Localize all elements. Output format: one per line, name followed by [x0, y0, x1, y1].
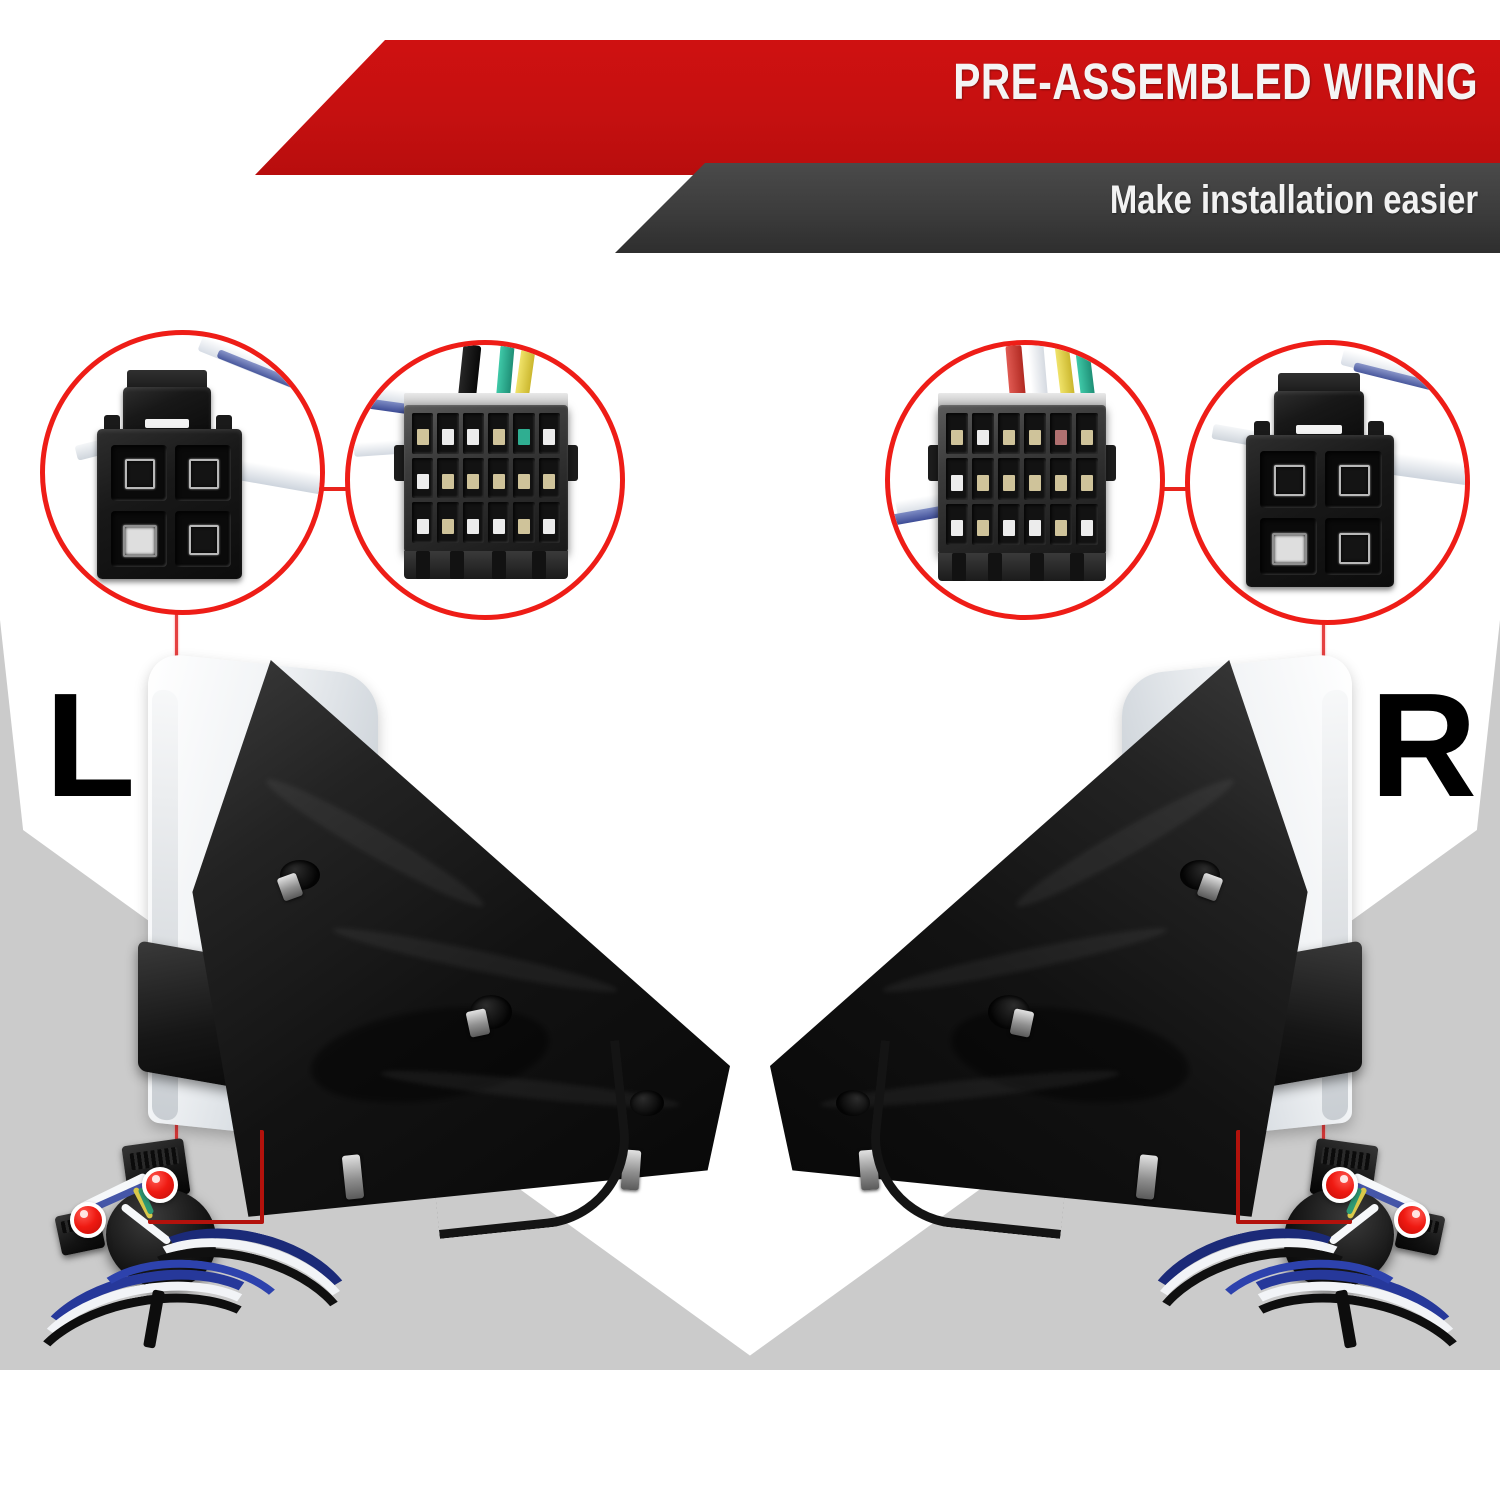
- callout-left-18pin[interactable]: [345, 340, 625, 620]
- connector-foot: [404, 551, 568, 579]
- right-wire-harness[interactable]: [1126, 1130, 1489, 1460]
- connector-latch-notch: [1296, 425, 1342, 434]
- harness-bracket-left: [148, 1130, 264, 1224]
- mirror-cable-left: [421, 1040, 638, 1239]
- pin-terminal-3: [1272, 533, 1307, 565]
- pin-cell: [1076, 458, 1098, 500]
- pin-cell: [972, 503, 994, 545]
- pin-terminal-2: [1339, 465, 1370, 496]
- pin-grid-18: [412, 413, 560, 543]
- callout-left-4pin-image: [45, 335, 320, 610]
- pin-cell: [488, 413, 510, 454]
- harness-marker-dot-right-1: [1322, 1167, 1358, 1203]
- harness-marker-dot-left-2: [70, 1202, 106, 1238]
- pin-cell: [972, 458, 994, 500]
- pin-terminal-1: [125, 459, 155, 489]
- pin-cell: [437, 502, 459, 543]
- harness-marker-dot-left-1: [142, 1167, 178, 1203]
- pin-cell: [412, 413, 434, 454]
- pin-cell: [513, 502, 535, 543]
- callout-right-4pin-image: [1190, 345, 1465, 620]
- pin-cell: [488, 502, 510, 543]
- mirror-hole-left-3: [630, 1090, 664, 1116]
- callout-right-4pin[interactable]: [1185, 340, 1470, 625]
- pin-grid-18: [946, 413, 1098, 545]
- pin-cell: [946, 503, 968, 545]
- pin-cell: [998, 458, 1020, 500]
- mirror-cable-right: [862, 1040, 1079, 1239]
- pin-cell: [998, 503, 1020, 545]
- pin-cell: [1024, 413, 1046, 455]
- pin-cell: [538, 502, 560, 543]
- subheadline-text: Make installation easier: [1109, 178, 1478, 222]
- pin-cell: [462, 502, 484, 543]
- pin-cell: [513, 413, 535, 454]
- left-mirror-assembly[interactable]: [130, 650, 750, 1270]
- pin-cell: [488, 457, 510, 499]
- pin-cell: [1050, 458, 1072, 500]
- pin-cell: [998, 413, 1020, 455]
- pin-terminal-4: [1339, 533, 1370, 564]
- pin-cell: [1050, 413, 1072, 455]
- headline-banner: [255, 40, 1500, 175]
- pin-cell: [462, 413, 484, 454]
- callout-right-18pin[interactable]: [885, 340, 1165, 620]
- pin-cell: [1024, 503, 1046, 545]
- pin-terminal-3: [123, 525, 157, 557]
- pin-cell: [412, 457, 434, 499]
- pin-cell: [1076, 503, 1098, 545]
- pin-cell: [1024, 458, 1046, 500]
- connector-ear-left: [1254, 421, 1270, 439]
- pin-cell: [946, 413, 968, 455]
- pin-cell: [538, 457, 560, 499]
- pin-terminal-2: [189, 459, 219, 489]
- pin-terminal-4: [189, 525, 219, 555]
- pin-cell: [437, 413, 459, 454]
- pin-cell: [462, 457, 484, 499]
- callout-link-right: [1140, 487, 1200, 491]
- callout-link-left: [300, 487, 360, 491]
- connector-ear-left: [104, 415, 120, 433]
- pin-cell: [1076, 413, 1098, 455]
- pin-cell: [538, 413, 560, 454]
- connector-foot: [938, 553, 1106, 581]
- pin-cell: [412, 502, 434, 543]
- callout-left-18pin-image: [350, 345, 620, 615]
- mirror-hole-right-3: [836, 1090, 870, 1116]
- subheadline-banner: [615, 163, 1500, 253]
- callout-left-4pin[interactable]: [40, 330, 325, 615]
- connector-ear-right: [1368, 421, 1384, 439]
- side-label-right: R: [1370, 663, 1477, 828]
- headline-text: PRE-ASSEMBLED WIRING: [953, 53, 1478, 110]
- pin-cell: [1050, 503, 1072, 545]
- callout-right-18pin-image: [890, 345, 1160, 615]
- pin-cell: [972, 413, 994, 455]
- side-label-left: L: [45, 663, 136, 828]
- harness-marker-dot-right-2: [1394, 1202, 1430, 1238]
- pin-cell: [437, 457, 459, 499]
- connector-ear-right: [216, 415, 232, 433]
- connector-latch-notch: [145, 419, 189, 428]
- left-wire-harness[interactable]: [11, 1130, 374, 1460]
- pin-cell: [513, 457, 535, 499]
- pin-terminal-1: [1274, 465, 1305, 496]
- pin-cell: [946, 458, 968, 500]
